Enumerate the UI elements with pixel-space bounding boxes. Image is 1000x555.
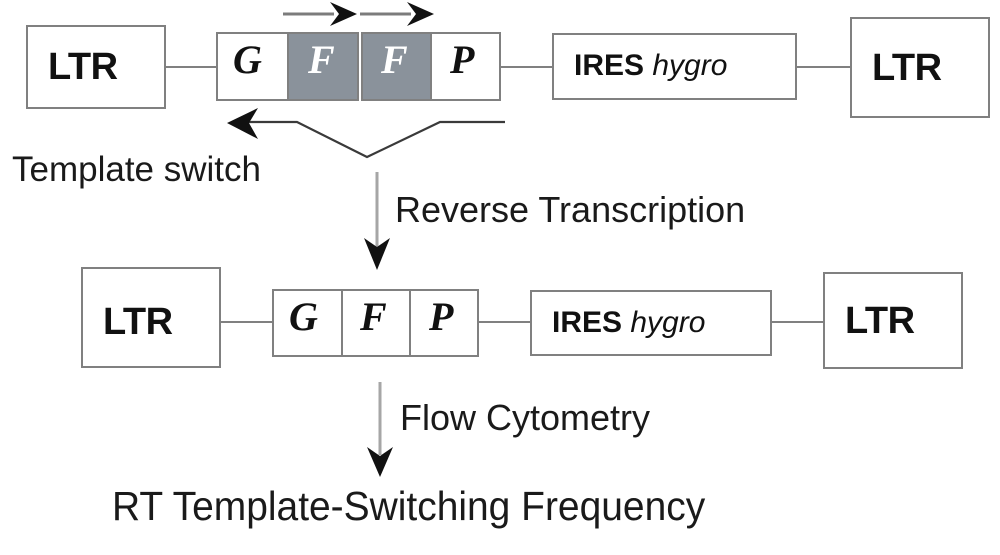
top-gene-label-f2: F xyxy=(381,37,408,82)
bottom-gene-label-f: F xyxy=(360,294,387,339)
top-right-ltr-box xyxy=(850,17,990,118)
top-gene-box-f2 xyxy=(361,32,432,101)
top-gene-box-g xyxy=(216,32,289,101)
top-gene-label-g: G xyxy=(233,37,262,82)
bottom-ires-hygro-box xyxy=(530,290,772,356)
bottom-gene-box-f xyxy=(341,289,411,357)
bottom-left-ltr-label: LTR xyxy=(103,301,173,343)
top-gene-box-f1 xyxy=(287,32,359,101)
top-gene-label-p: P xyxy=(450,37,475,82)
top-ires-hygro-box xyxy=(552,33,797,100)
template-switch-label: Template switch xyxy=(12,150,261,189)
top-ires-hygro-label: IRES hygro xyxy=(574,51,727,81)
top-left-ltr-label: LTR xyxy=(48,46,118,88)
flow-cytometry-arrow xyxy=(367,382,393,477)
result-label: RT Template-Switching Frequency xyxy=(112,483,706,529)
bottom-ires-text: IRES xyxy=(552,306,623,339)
reverse-transcription-arrow xyxy=(364,172,390,270)
bottom-gene-box-g xyxy=(272,289,343,357)
bottom-gene-label-p: P xyxy=(429,294,454,339)
bottom-gene-box-p xyxy=(409,289,479,357)
bottom-left-ltr-box xyxy=(81,267,221,368)
bottom-right-ltr-box xyxy=(823,272,963,369)
template-switch-arrow xyxy=(227,108,505,159)
top-left-ltr-box xyxy=(26,25,166,109)
top-right-ltr-label: LTR xyxy=(872,47,942,89)
bottom-right-ltr-label: LTR xyxy=(845,300,915,342)
direct-repeat-arrow-1 xyxy=(283,2,357,26)
bottom-ires-hygro-label: IRES hygro xyxy=(552,308,705,338)
top-ires-text: IRES xyxy=(574,49,645,82)
bottom-hygro-text: hygro xyxy=(630,306,706,339)
direct-repeat-arrow-2 xyxy=(360,2,434,26)
top-hygro-text: hygro xyxy=(652,49,728,82)
top-gene-label-f1: F xyxy=(308,37,335,82)
top-gene-box-p xyxy=(430,32,501,101)
flow-cytometry-label: Flow Cytometry xyxy=(400,397,651,438)
reverse-transcription-label: Reverse Transcription xyxy=(395,189,746,230)
bottom-gene-label-g: G xyxy=(289,294,318,339)
